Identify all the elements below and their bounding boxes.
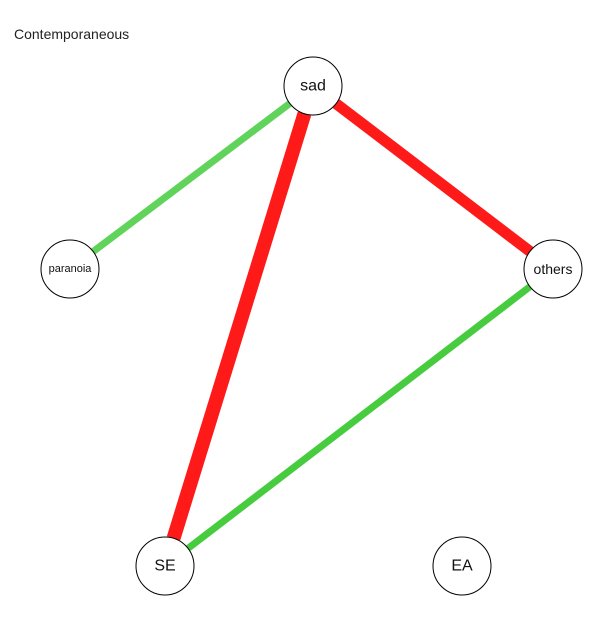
node-sad: sad: [283, 56, 343, 116]
node-label-EA: EA: [451, 558, 473, 575]
node-EA: EA: [432, 536, 492, 596]
node-paranoia: paranoia: [40, 239, 100, 299]
graph-title: Contemporaneous: [14, 26, 130, 42]
node-label-others: others: [534, 261, 573, 277]
node-circle-EA: [432, 536, 492, 596]
node-label-paranoia: paranoia: [49, 263, 93, 275]
node-label-SE: SE: [154, 558, 175, 575]
node-label-sad: sad: [300, 78, 326, 95]
edge-sad-paranoia: [91, 100, 292, 255]
node-SE: SE: [135, 536, 195, 596]
node-circle-paranoia: [40, 239, 100, 299]
node-others: others: [523, 239, 583, 299]
node-circle-sad: [283, 56, 343, 116]
edge-others-SE: [185, 283, 533, 552]
edge-sad-others: [332, 99, 534, 256]
edges-layer: [91, 99, 534, 552]
node-circle-SE: [135, 536, 195, 596]
edge-sad-SE: [166, 111, 312, 541]
node-circle-others: [523, 239, 583, 299]
